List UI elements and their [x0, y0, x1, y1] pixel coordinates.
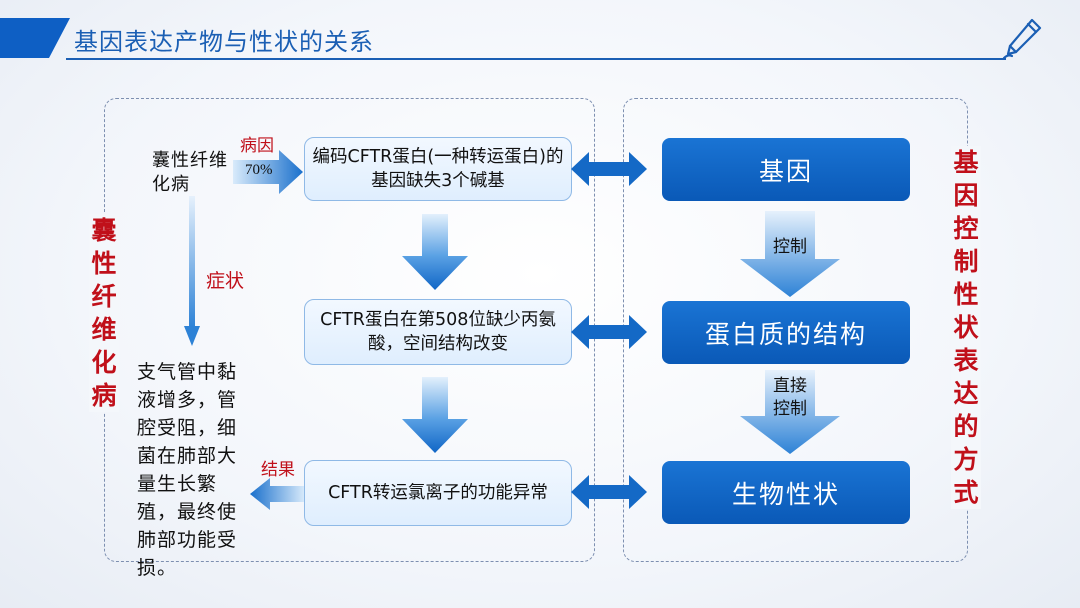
link-arrow-1 [571, 152, 647, 186]
title-accent-band [0, 18, 70, 58]
disease-name: 囊性纤维化病 [152, 150, 228, 195]
title-underline [66, 58, 1006, 60]
cause-percent: 70% [245, 162, 273, 178]
link-arrow-3 [571, 475, 647, 509]
function-defect-box: CFTR转运氯离子的功能异常 [304, 460, 572, 526]
trait-box: 生物性状 [662, 461, 910, 524]
cause-label: 病因 [240, 136, 274, 156]
symptom-label: 症状 [206, 270, 245, 292]
side-label-disease: 囊性纤维化病 [89, 214, 119, 412]
result-label: 结果 [261, 460, 295, 480]
symptom-text: 支气管中黏液增多，管腔受阻，细菌在肺部大量生长繁殖，最终使肺部功能受损。 [137, 361, 238, 579]
gene-defect-box: 编码CFTR蛋白(一种转运蛋白)的基因缺失3个碱基 [304, 137, 572, 201]
down-arrow-1 [402, 214, 468, 290]
gene-box: 基因 [662, 138, 910, 201]
direct-control-arrow [740, 370, 840, 454]
protein-defect-box: CFTR蛋白在第508位缺少丙氨酸，空间结构改变 [304, 299, 572, 365]
cause-arrow [233, 150, 303, 194]
control-label: 控制 [773, 237, 807, 257]
link-arrow-2 [571, 315, 647, 349]
protein-structure-box: 蛋白质的结构 [662, 301, 910, 364]
side-label-method: 基因控制性状表达的方式 [951, 146, 981, 509]
down-arrow-2 [402, 377, 468, 453]
result-arrow [250, 478, 305, 510]
page-title: 基因表达产物与性状的关系 [74, 28, 374, 56]
symptom-arrow [184, 196, 200, 346]
control-arrow [740, 211, 840, 297]
direct-control-label: 直接控制 [773, 376, 807, 419]
pen-icon [1002, 18, 1042, 60]
